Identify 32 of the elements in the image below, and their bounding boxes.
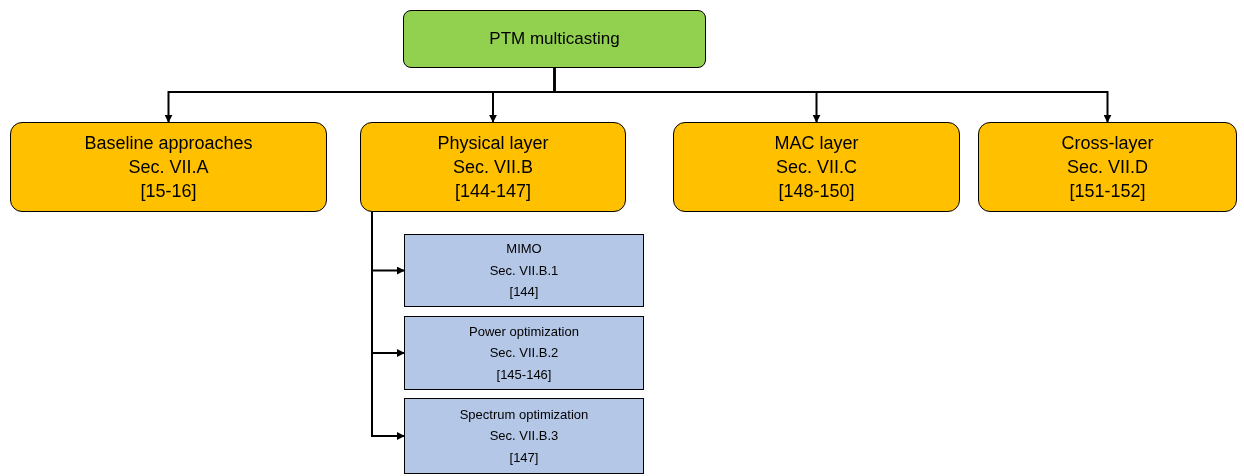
node-title: Baseline approaches bbox=[84, 131, 253, 155]
root-box bbox=[403, 10, 706, 68]
subcategory-box bbox=[404, 234, 644, 307]
arrow bbox=[553, 67, 1112, 123]
category-box bbox=[978, 122, 1237, 212]
node-title: Physical layer bbox=[437, 131, 549, 155]
section-label: Sec. VII.D bbox=[1067, 155, 1148, 179]
section-label: Sec. VII.B bbox=[452, 155, 533, 179]
node-title: Spectrum optimization bbox=[459, 405, 589, 424]
node-title: MAC layer bbox=[774, 131, 859, 155]
section-label: Sec. VII.B.3 bbox=[489, 427, 559, 446]
category-box bbox=[360, 122, 626, 212]
reference-label: [147] bbox=[509, 448, 539, 467]
arrow bbox=[371, 211, 405, 440]
category-box bbox=[10, 122, 327, 212]
reference-label: [144-147] bbox=[454, 180, 532, 204]
subcategory-box bbox=[404, 316, 644, 390]
subcategory-box bbox=[404, 398, 644, 474]
reference-label: [151-152] bbox=[1069, 180, 1146, 204]
reference-label: [148-150] bbox=[778, 180, 855, 204]
category-box bbox=[673, 122, 960, 212]
reference-label: [144] bbox=[509, 283, 539, 302]
reference-label: [15-16] bbox=[140, 180, 197, 204]
section-label: Sec. VII.A bbox=[128, 155, 209, 179]
node-title: MIMO bbox=[506, 240, 542, 259]
node-title: PTM multicasting bbox=[489, 29, 620, 49]
node-title: Power optimization bbox=[469, 322, 579, 341]
section-label: Sec. VII.B.1 bbox=[489, 261, 559, 280]
section-label: Sec. VII.C bbox=[776, 155, 857, 179]
node-title: Cross-layer bbox=[1061, 131, 1154, 155]
section-label: Sec. VII.B.2 bbox=[489, 344, 559, 363]
reference-label: [145-146] bbox=[496, 365, 552, 384]
